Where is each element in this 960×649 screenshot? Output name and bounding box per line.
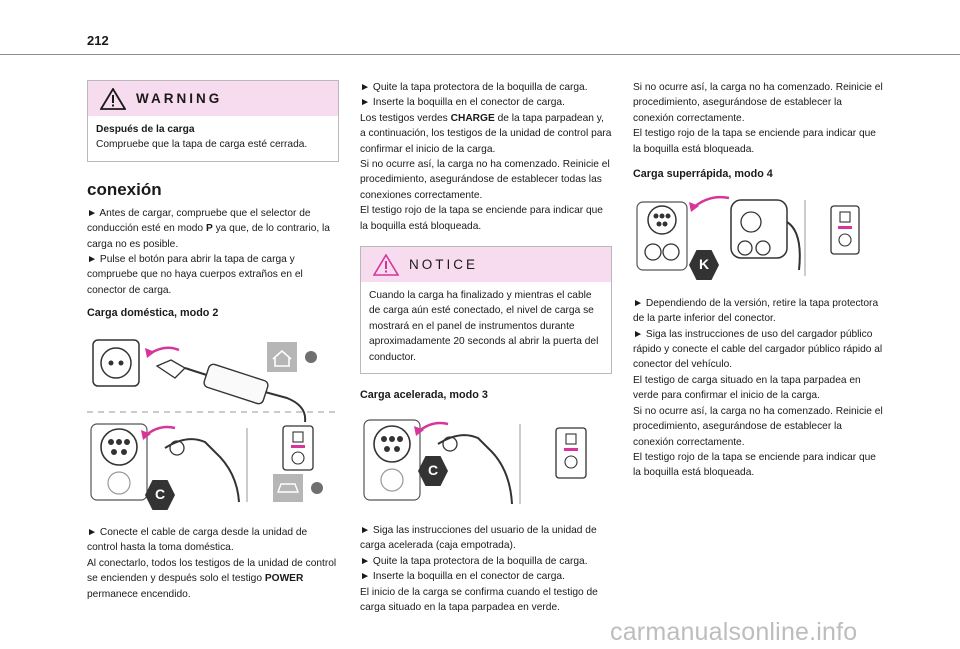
page-number: 212 — [87, 33, 109, 48]
accelerated-charging-illustration — [363, 418, 587, 504]
col2-para-3: El testigo rojo de la tapa se enciende p… — [360, 205, 603, 232]
col3-bullet-2: ► Siga las instrucciones de uso del carg… — [633, 328, 883, 371]
badge-c-accelerated: C — [418, 456, 448, 486]
warning-body: Después de la carga Compruebe que la tap… — [88, 116, 338, 161]
col2-acc-3: ► Inserte la boquilla en el conector de … — [360, 571, 565, 583]
column-1: WARNING Después de la carga Compruebe qu… — [87, 80, 339, 602]
col2-para-1: Los testigos verdes CHARGE de la tapa pa… — [360, 112, 612, 155]
col1-after-1: ► Conecte el cable de carga desde la uni… — [87, 527, 308, 554]
notice-title: NOTICE — [409, 256, 479, 272]
super-rapid-charging-illustration — [636, 196, 860, 277]
warning-title: WARNING — [136, 90, 223, 106]
warning-header: WARNING — [88, 81, 338, 116]
super-rapid-charge-title: Carga superrápida, modo 4 — [633, 168, 773, 181]
section-title: conexión — [87, 179, 162, 199]
col3-para-2: El testigo rojo de la tapa se enciende p… — [633, 128, 876, 155]
col2-bullet-1: ► Quite la tapa protectora de la boquill… — [360, 82, 588, 93]
col3-para-4: Si no ocurre así, la carga no ha comenza… — [633, 405, 883, 448]
notice-body: Cuando la carga ha finalizado y mientras… — [361, 282, 611, 373]
domestic-charging-illustration — [87, 338, 339, 502]
col3-bullet-1: ► Dependiendo de la versión, retire la t… — [633, 297, 879, 325]
warning-box: WARNING Después de la carga Compruebe qu… — [87, 80, 339, 162]
column-3: Si no ocurre así, la carga no ha comenza… — [633, 80, 885, 481]
col3-para-5: El testigo rojo de la tapa se enciende p… — [633, 451, 876, 479]
col2-acc-2: ► Quite la tapa protectora de la boquill… — [360, 555, 588, 567]
notice-header: NOTICE — [361, 247, 611, 283]
domestic-charge-title: Carga doméstica, modo 2 — [87, 307, 219, 320]
notice-box: NOTICE Cuando la carga ha finalizado y m… — [360, 246, 612, 375]
col2-acc-1: ► Siga las instrucciones del usuario de … — [360, 524, 597, 552]
notice-triangle-icon — [373, 253, 399, 276]
col2-acc-4: El inicio de la carga se confirma cuando… — [360, 586, 598, 613]
notice-text: Cuando la carga ha finalizado y mientras… — [369, 290, 599, 363]
col1-after-2: Al conectarlo, todos los testigos de la … — [87, 557, 337, 600]
warning-text: Compruebe que la tapa de carga esté cerr… — [96, 139, 308, 151]
watermark: carmanualsonline.info — [610, 618, 858, 646]
accelerated-charge-title: Carga acelerada, modo 3 — [360, 389, 488, 402]
badge-c-domestic: C — [145, 480, 175, 510]
col2-para-2: Si no ocurre así, la carga no ha comenza… — [360, 159, 610, 201]
badge-k-super-rapid: K — [689, 250, 719, 280]
warning-heading: Después de la carga — [96, 124, 195, 135]
col1-bullet-1: ► Antes de cargar, compruebe que el sele… — [87, 207, 330, 250]
top-rule — [0, 54, 960, 55]
column-2: ► Quite la tapa protectora de la boquill… — [360, 80, 612, 615]
col1-bullet-2: ► Pulse el botón para abrir la tapa de c… — [87, 254, 303, 296]
col3-para-3: El testigo de carga situado en la tapa p… — [633, 374, 861, 402]
col2-bullet-2: ► Inserte la boquilla en el conector de … — [360, 97, 565, 109]
col3-para-1: Si no ocurre así, la carga no ha comenza… — [633, 82, 883, 124]
warning-triangle-icon — [100, 87, 126, 110]
